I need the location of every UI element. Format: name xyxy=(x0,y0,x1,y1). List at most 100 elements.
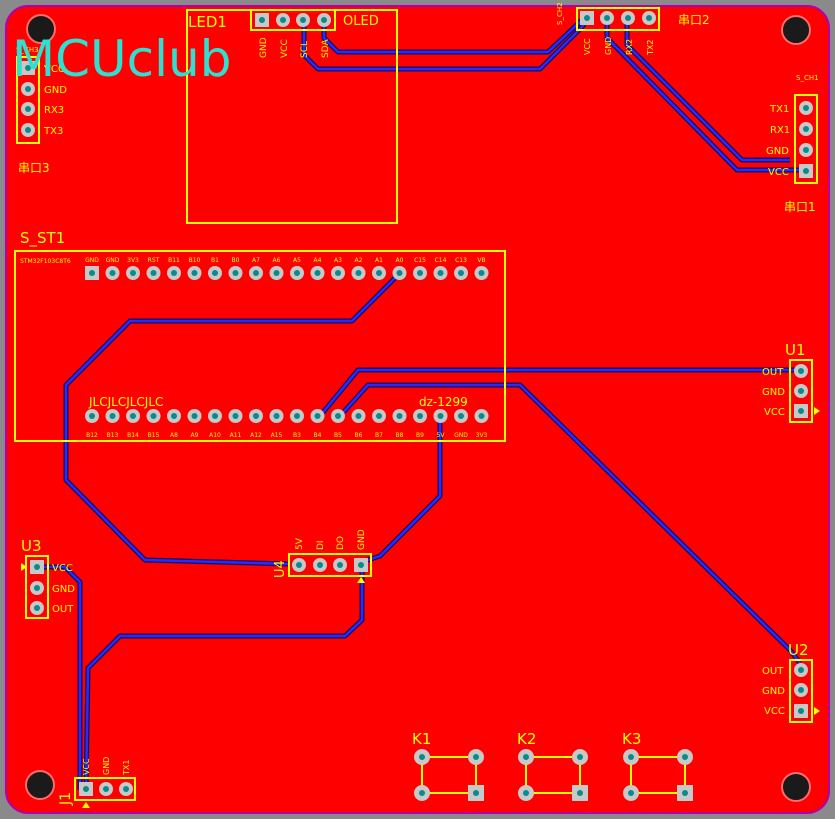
port3-designator: 串口3 xyxy=(18,161,50,175)
led1-pin-4-label: SDA xyxy=(321,39,331,58)
u1-pin-3-label: VCC xyxy=(764,407,785,418)
component-port1[interactable]: S_CH1 TX1 RX1 GND VCC 串口1 xyxy=(766,74,819,214)
s-st1-top-pad-17-drill xyxy=(417,270,423,276)
mounting-holes xyxy=(25,14,811,802)
j1-outline xyxy=(74,777,136,801)
u4-designator: U4 xyxy=(273,560,288,578)
u4-pin-1-label: 5V xyxy=(295,537,305,550)
s-st1-top-pin-label-4: RST xyxy=(148,257,160,264)
component-k1[interactable]: K1 xyxy=(412,730,484,801)
u3-outline xyxy=(25,555,49,619)
s-st1-top-pin-label-13: A3 xyxy=(334,257,342,264)
led1-value: OLED xyxy=(343,14,379,29)
u1-pin-2-label: GND xyxy=(762,387,785,398)
u1-pin-1-label: OUT xyxy=(762,367,784,378)
s-st1-designator: S_ST1 xyxy=(20,229,65,248)
port1-pin-3-label: GND xyxy=(766,146,789,157)
s-st1-top-pad-14-drill xyxy=(355,270,362,276)
led1-designator: LED1 xyxy=(188,13,227,31)
k2-outline xyxy=(525,756,581,794)
k3-outline xyxy=(630,756,686,794)
j1-designator: J1 xyxy=(58,792,74,806)
component-k2[interactable]: K2 xyxy=(517,730,588,801)
s-st1-bottom-pin-label-5: A8 xyxy=(170,432,178,439)
s-st1-top-pin-label-2: GND xyxy=(106,257,120,264)
k3-designator: K3 xyxy=(622,730,641,748)
s-st1-top-pad-10-drill xyxy=(273,270,280,276)
s-st1-bottom-pad-14-drill xyxy=(355,413,362,419)
port1-designator: 串口1 xyxy=(784,200,816,214)
s-st1-bottom-pin-label-18: 5V xyxy=(437,432,446,439)
s-st1-top-pad-18-drill xyxy=(437,270,444,276)
component-u3[interactable]: U3 VCC GND OUT xyxy=(21,537,75,619)
s-st1-bottom-pad-18-drill xyxy=(437,413,444,419)
s-st1-bottom-pin-label-16: B8 xyxy=(396,432,404,439)
port2-pin-3-label: RX2 xyxy=(625,39,634,55)
mounting-hole-top-left xyxy=(26,14,56,44)
port3-small-label: S_CH3 xyxy=(16,46,39,54)
port1-outline xyxy=(794,94,818,184)
s-st1-bottom-pin-label-17: B9 xyxy=(416,432,424,439)
s-st1-top-pin-label-11: A5 xyxy=(293,257,301,264)
s-st1-bottom-pin-label-4: B15 xyxy=(148,432,160,439)
s-st1-bottom-pin-label-14: B6 xyxy=(355,432,363,439)
component-led1[interactable]: LED1 OLED GND VCC SCL SDA xyxy=(186,9,398,224)
s-st1-bottom-pin-label-1: B12 xyxy=(86,432,98,439)
led1-pads xyxy=(255,13,331,27)
led1-header-outline xyxy=(250,9,336,31)
s-st1-top-pin-label-16: A0 xyxy=(396,257,404,264)
s-st1-top-pin-label-3: 3V3 xyxy=(127,257,139,264)
port1-pin-2-label: RX1 xyxy=(770,125,790,136)
s-st1-top-pad-2-drill xyxy=(109,270,116,276)
s-st1-bottom-pin-label-9: A12 xyxy=(250,432,262,439)
s-st1-top-pads xyxy=(85,266,489,280)
u3-designator: U3 xyxy=(21,537,42,555)
s-st1-top-pin-label-17: C15 xyxy=(414,257,426,264)
k2-designator: K2 xyxy=(517,730,536,748)
u2-outline xyxy=(789,659,813,723)
component-u2[interactable]: U2 OUT GND VCC xyxy=(762,641,820,723)
s-st1-top-pad-15-drill xyxy=(376,270,382,276)
port3-pin-1-label: VCC xyxy=(44,64,65,75)
mounting-hole-bottom-left xyxy=(25,770,55,800)
port2-designator: 串口2 xyxy=(678,13,710,27)
s-st1-top-pin-label-18: C14 xyxy=(435,257,447,264)
s-st1-bottom-pad-10-drill xyxy=(273,413,280,419)
u3-pin-2-label: GND xyxy=(52,584,75,595)
s-st1-bottom-pin-label-10: A15 xyxy=(271,432,283,439)
s-st1-bottom-pad-6-drill xyxy=(191,413,198,419)
s-st1-bottom-pad-9-drill xyxy=(253,413,259,419)
s-st1-jlc-text: JLCJLCJLCJLC xyxy=(88,395,163,409)
component-j1[interactable]: J1 VCC GND TX1 xyxy=(58,757,136,808)
port1-pin-4-label: VCC xyxy=(768,167,789,178)
led1-pin-2-label: VCC xyxy=(280,39,290,58)
s-st1-bottom-pin-label-12: B4 xyxy=(314,432,322,439)
s-st1-bottom-pad-4-drill xyxy=(150,413,157,419)
s-st1-top-pin-label-12: A4 xyxy=(314,257,322,264)
s-st1-bottom-pads xyxy=(85,409,489,423)
component-port2[interactable]: 串口2 S_CH2 VCC GND RX2 TX2 xyxy=(556,2,710,56)
s-st1-bottom-pad-16-drill xyxy=(396,413,403,419)
s-st1-bottom-pin-label-8: A11 xyxy=(230,432,242,439)
u4-pin-4-label: GND xyxy=(357,529,367,550)
component-k3[interactable]: K3 xyxy=(622,730,693,801)
component-u4[interactable]: U4 5V DI DO GND xyxy=(273,529,372,583)
s-st1-bottom-pin-label-3: B14 xyxy=(127,432,139,439)
j1-pin-3-label: TX1 xyxy=(122,760,131,776)
s-st1-top-pin-label-19: C13 xyxy=(455,257,467,264)
s-st1-top-pad-1-drill xyxy=(89,270,95,276)
s-st1-top-pad-4-drill xyxy=(150,270,157,276)
s-st1-top-pad-8-drill xyxy=(232,270,239,276)
component-port3[interactable]: S_CH3 VCC GND RX3 TX3 串口3 xyxy=(16,46,67,175)
component-u1[interactable]: U1 OUT GND VCC xyxy=(762,341,820,423)
port1-small-label: S_CH1 xyxy=(796,74,819,82)
u4-outline xyxy=(288,553,372,577)
s-st1-top-pin-label-15: A1 xyxy=(375,257,383,264)
port3-outline xyxy=(16,56,40,144)
u1-designator: U1 xyxy=(785,341,806,359)
mounting-hole-top-right xyxy=(781,15,811,45)
s-st1-bottom-pin-label-15: B7 xyxy=(375,432,383,439)
